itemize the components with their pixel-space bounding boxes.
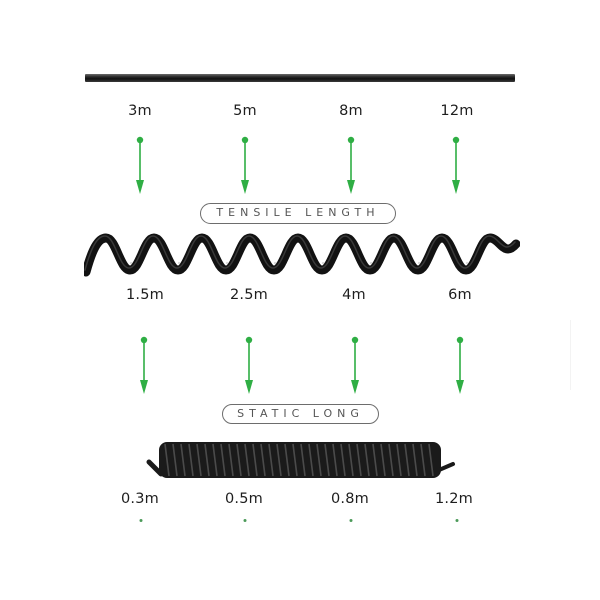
down-arrow-icon	[140, 336, 148, 394]
marker-dot	[139, 519, 143, 522]
tensile-length-label: 8m	[339, 103, 363, 119]
static-length-label: 1.2m	[435, 491, 473, 507]
static-length-label: 0.3m	[121, 491, 159, 507]
down-arrow-icon	[452, 136, 460, 194]
coil-length-label: 6m	[448, 287, 472, 303]
down-arrow-icon	[136, 136, 144, 194]
static-length-label: 0.8m	[331, 491, 369, 507]
down-arrow-icon	[456, 336, 464, 394]
down-arrow-icon	[245, 336, 253, 394]
tensile-length-label: 3m	[128, 103, 152, 119]
faint-divider	[570, 320, 571, 390]
down-arrow-icon	[347, 136, 355, 194]
down-arrow-icon	[241, 136, 249, 194]
down-arrow-icon	[351, 336, 359, 394]
coil-length-label: 2.5m	[230, 287, 268, 303]
static-long-badge: STATIC LONG	[222, 404, 379, 424]
marker-dot	[455, 519, 459, 522]
tensile-length-label: 12m	[440, 103, 474, 119]
stretched-coil-cable	[84, 233, 520, 277]
tensile-length-label: 5m	[233, 103, 257, 119]
coil-length-label: 4m	[342, 287, 366, 303]
coil-length-label: 1.5m	[126, 287, 164, 303]
marker-dot	[349, 519, 353, 522]
static-length-label: 0.5m	[225, 491, 263, 507]
compact-coil-cable	[146, 442, 455, 478]
straight-cable	[85, 74, 515, 82]
marker-dot	[243, 519, 247, 522]
tensile-length-badge: TENSILE LENGTH	[200, 203, 396, 224]
